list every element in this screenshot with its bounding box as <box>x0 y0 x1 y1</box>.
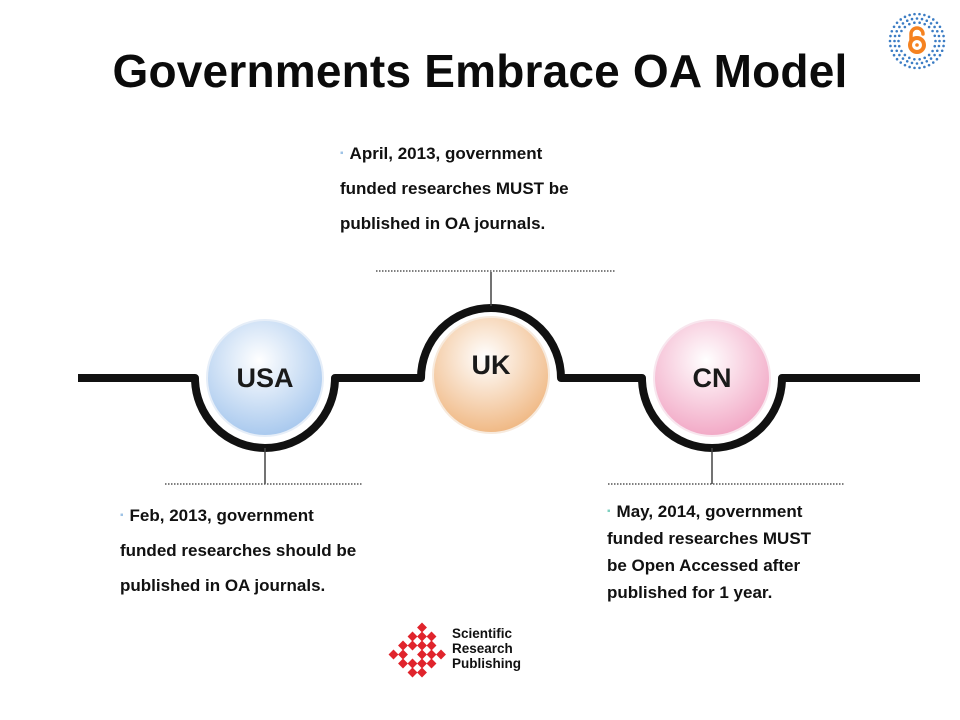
page-title: Governments Embrace OA Model <box>112 45 848 97</box>
cn-note-line-4: published for 1 year. <box>607 583 773 602</box>
uk-node <box>432 316 550 434</box>
uk-note-line-2: funded researches MUST be <box>340 179 569 198</box>
publisher-name: Scientific Research Publishing <box>452 626 521 671</box>
publisher-line-1: Scientific <box>452 626 513 641</box>
cn-label: CN <box>692 363 732 393</box>
uk-note-line-3: published in OA journals. <box>340 214 546 233</box>
usa-note-line-2: funded researches should be <box>120 541 357 560</box>
scientific-research-publishing-logo <box>388 622 446 678</box>
cn-note: ▪May, 2014, government funded researches… <box>607 498 811 606</box>
open-access-lock-icon <box>888 12 946 70</box>
cn-note-line-1: ▪May, 2014, government <box>607 502 803 521</box>
publisher-line-3: Publishing <box>452 656 521 671</box>
usa-label: USA <box>236 363 294 393</box>
bullet-icon: ▪ <box>607 506 611 517</box>
bullet-icon: ▪ <box>340 148 344 159</box>
usa-note-line-3: published in OA journals. <box>120 576 326 595</box>
bullet-icon: ▪ <box>120 510 124 521</box>
cn-node <box>653 319 771 437</box>
usa-node <box>206 319 324 437</box>
uk-note-line-1: ▪April, 2013, government <box>340 144 543 163</box>
usa-note-line-1: ▪Feb, 2013, government <box>120 506 314 525</box>
cn-note-line-2: funded researches MUST <box>607 529 812 548</box>
uk-note: ▪April, 2013, government funded research… <box>340 136 569 241</box>
cn-note-line-3: be Open Accessed after <box>607 556 801 575</box>
uk-label: UK <box>471 350 511 380</box>
timeline-line <box>78 304 920 452</box>
publisher-line-2: Research <box>452 641 513 656</box>
usa-note: ▪Feb, 2013, government funded researches… <box>120 498 356 603</box>
